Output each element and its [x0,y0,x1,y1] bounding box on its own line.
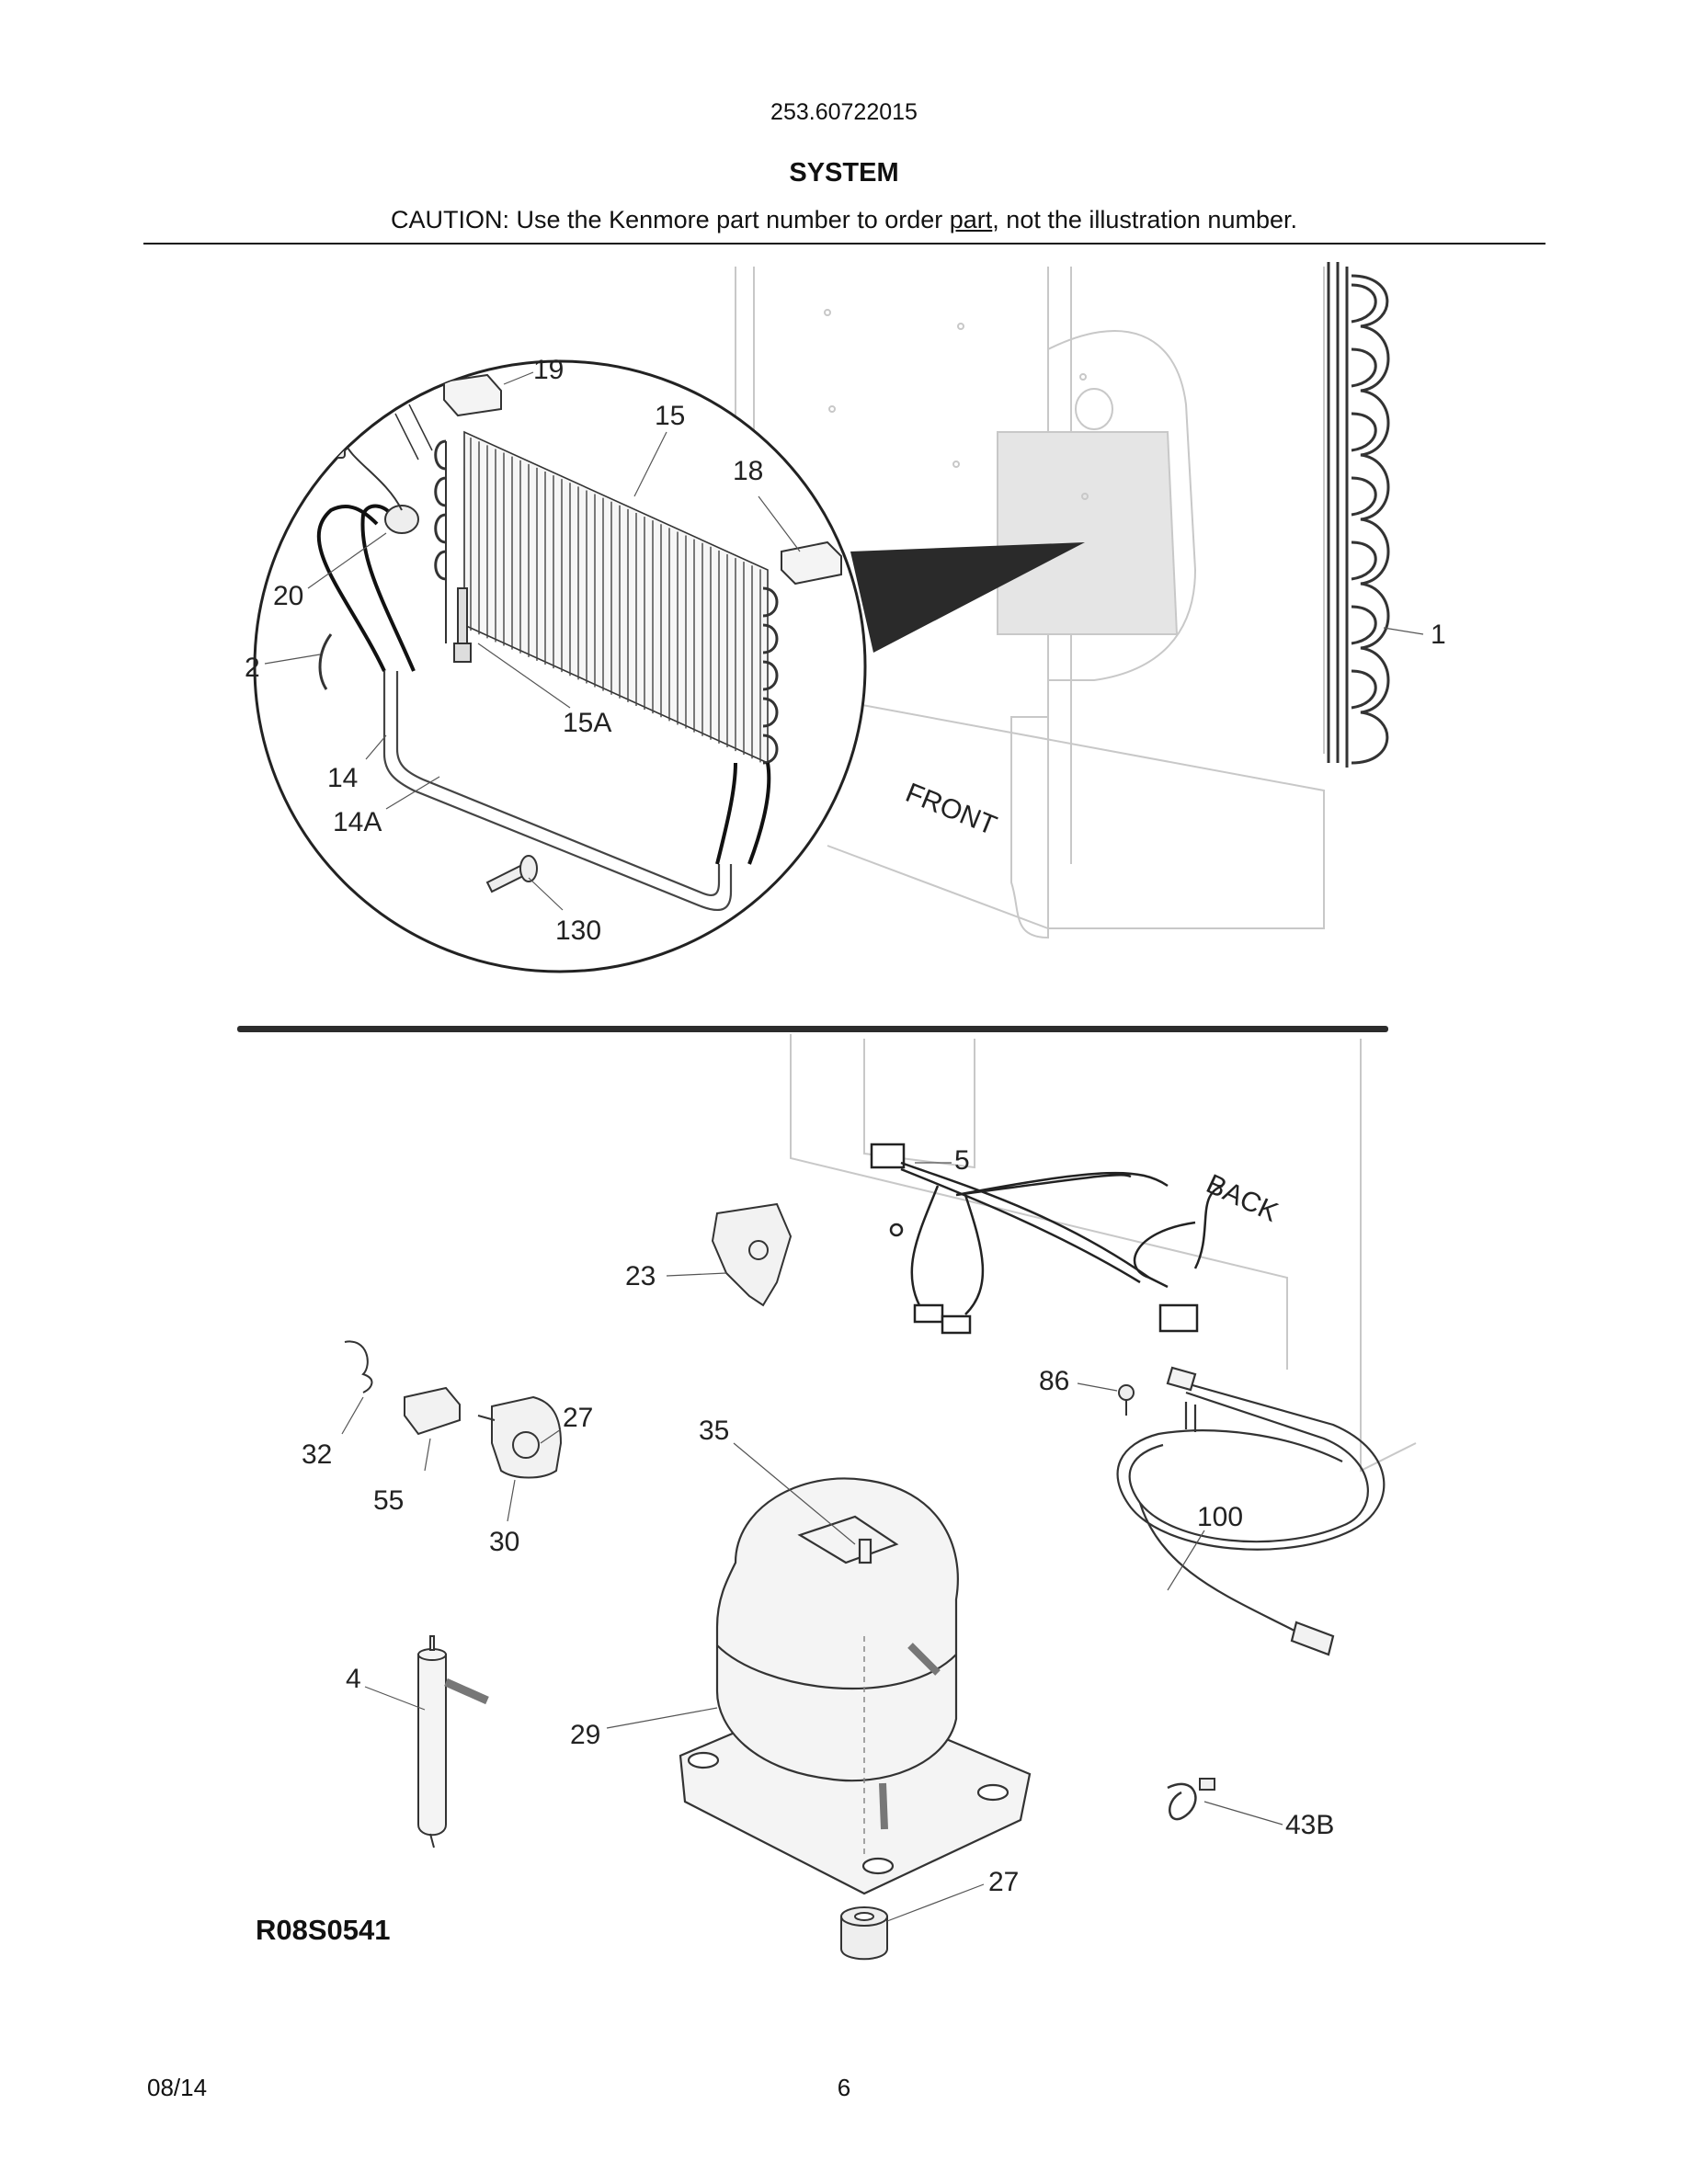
callout-27-grommet: 27 [988,1867,1019,1897]
detail-pointer [850,542,1085,653]
cabinet-bottom-outline [790,1034,1417,1473]
power-cord-shape [1116,1366,1386,1656]
leader-lines-bottom [341,1162,1283,1922]
footer-date: 08/14 [147,2074,208,2101]
callout-15a: 15A [563,708,611,738]
insulation-blocks [443,373,842,586]
relay-assembly [344,1340,563,1479]
callout-4: 4 [346,1664,361,1694]
caution-suffix: , not the illustration number. [992,206,1297,233]
drier-shape [417,1635,489,1848]
section-divider [237,1026,1388,1032]
clip-43b-shape [1167,1782,1197,1821]
model-number: 253.60722015 [770,99,918,125]
heater-rod [453,587,472,663]
grommet-shape [840,1906,888,1961]
wiring-harness [870,1143,1224,1335]
header-rule [143,243,1545,245]
caution-underlined: part [949,206,993,233]
callout-43b: 43B [1285,1810,1334,1840]
bracket-shape [711,1202,793,1307]
back-label: BACK [1202,1168,1283,1227]
callout-32: 32 [302,1439,332,1470]
plug-shape [485,855,538,893]
callout-20: 20 [273,581,303,611]
callout-1: 1 [1431,620,1446,650]
page-number: 6 [837,2074,851,2101]
suction-line [382,671,733,912]
leader-lines-top [264,371,1424,911]
callout-35: 35 [699,1416,729,1446]
callout-5: 5 [954,1145,970,1176]
clip-shape [318,633,333,690]
callout-130: 130 [555,916,601,946]
evaporator-tubes [434,439,779,765]
callout-30: 30 [489,1527,519,1557]
callout-100: 100 [1197,1502,1243,1532]
leads [316,504,771,865]
callout-14a: 14A [333,807,382,837]
front-label: FRONT [901,778,1000,841]
callout-86: 86 [1039,1366,1069,1396]
caution-note: CAUTION: Use the Kenmore part number to … [0,206,1688,234]
callout-18: 18 [733,456,763,486]
caution-prefix: CAUTION: Use the Kenmore part number to … [391,206,950,233]
callout-2: 2 [245,653,260,683]
section-title: SYSTEM [789,158,899,188]
drawing-code: R08S0541 [256,1914,391,1946]
compressor-shape [679,1477,1032,1895]
callout-15: 15 [655,401,685,431]
callout-27: 27 [563,1403,593,1433]
screw-shape [1118,1384,1135,1416]
condenser-coil [1327,262,1390,768]
callout-55: 55 [373,1485,404,1516]
callout-14: 14 [327,763,358,793]
callout-29: 29 [570,1720,600,1750]
callout-19: 19 [533,355,564,385]
callout-23: 23 [625,1261,656,1291]
